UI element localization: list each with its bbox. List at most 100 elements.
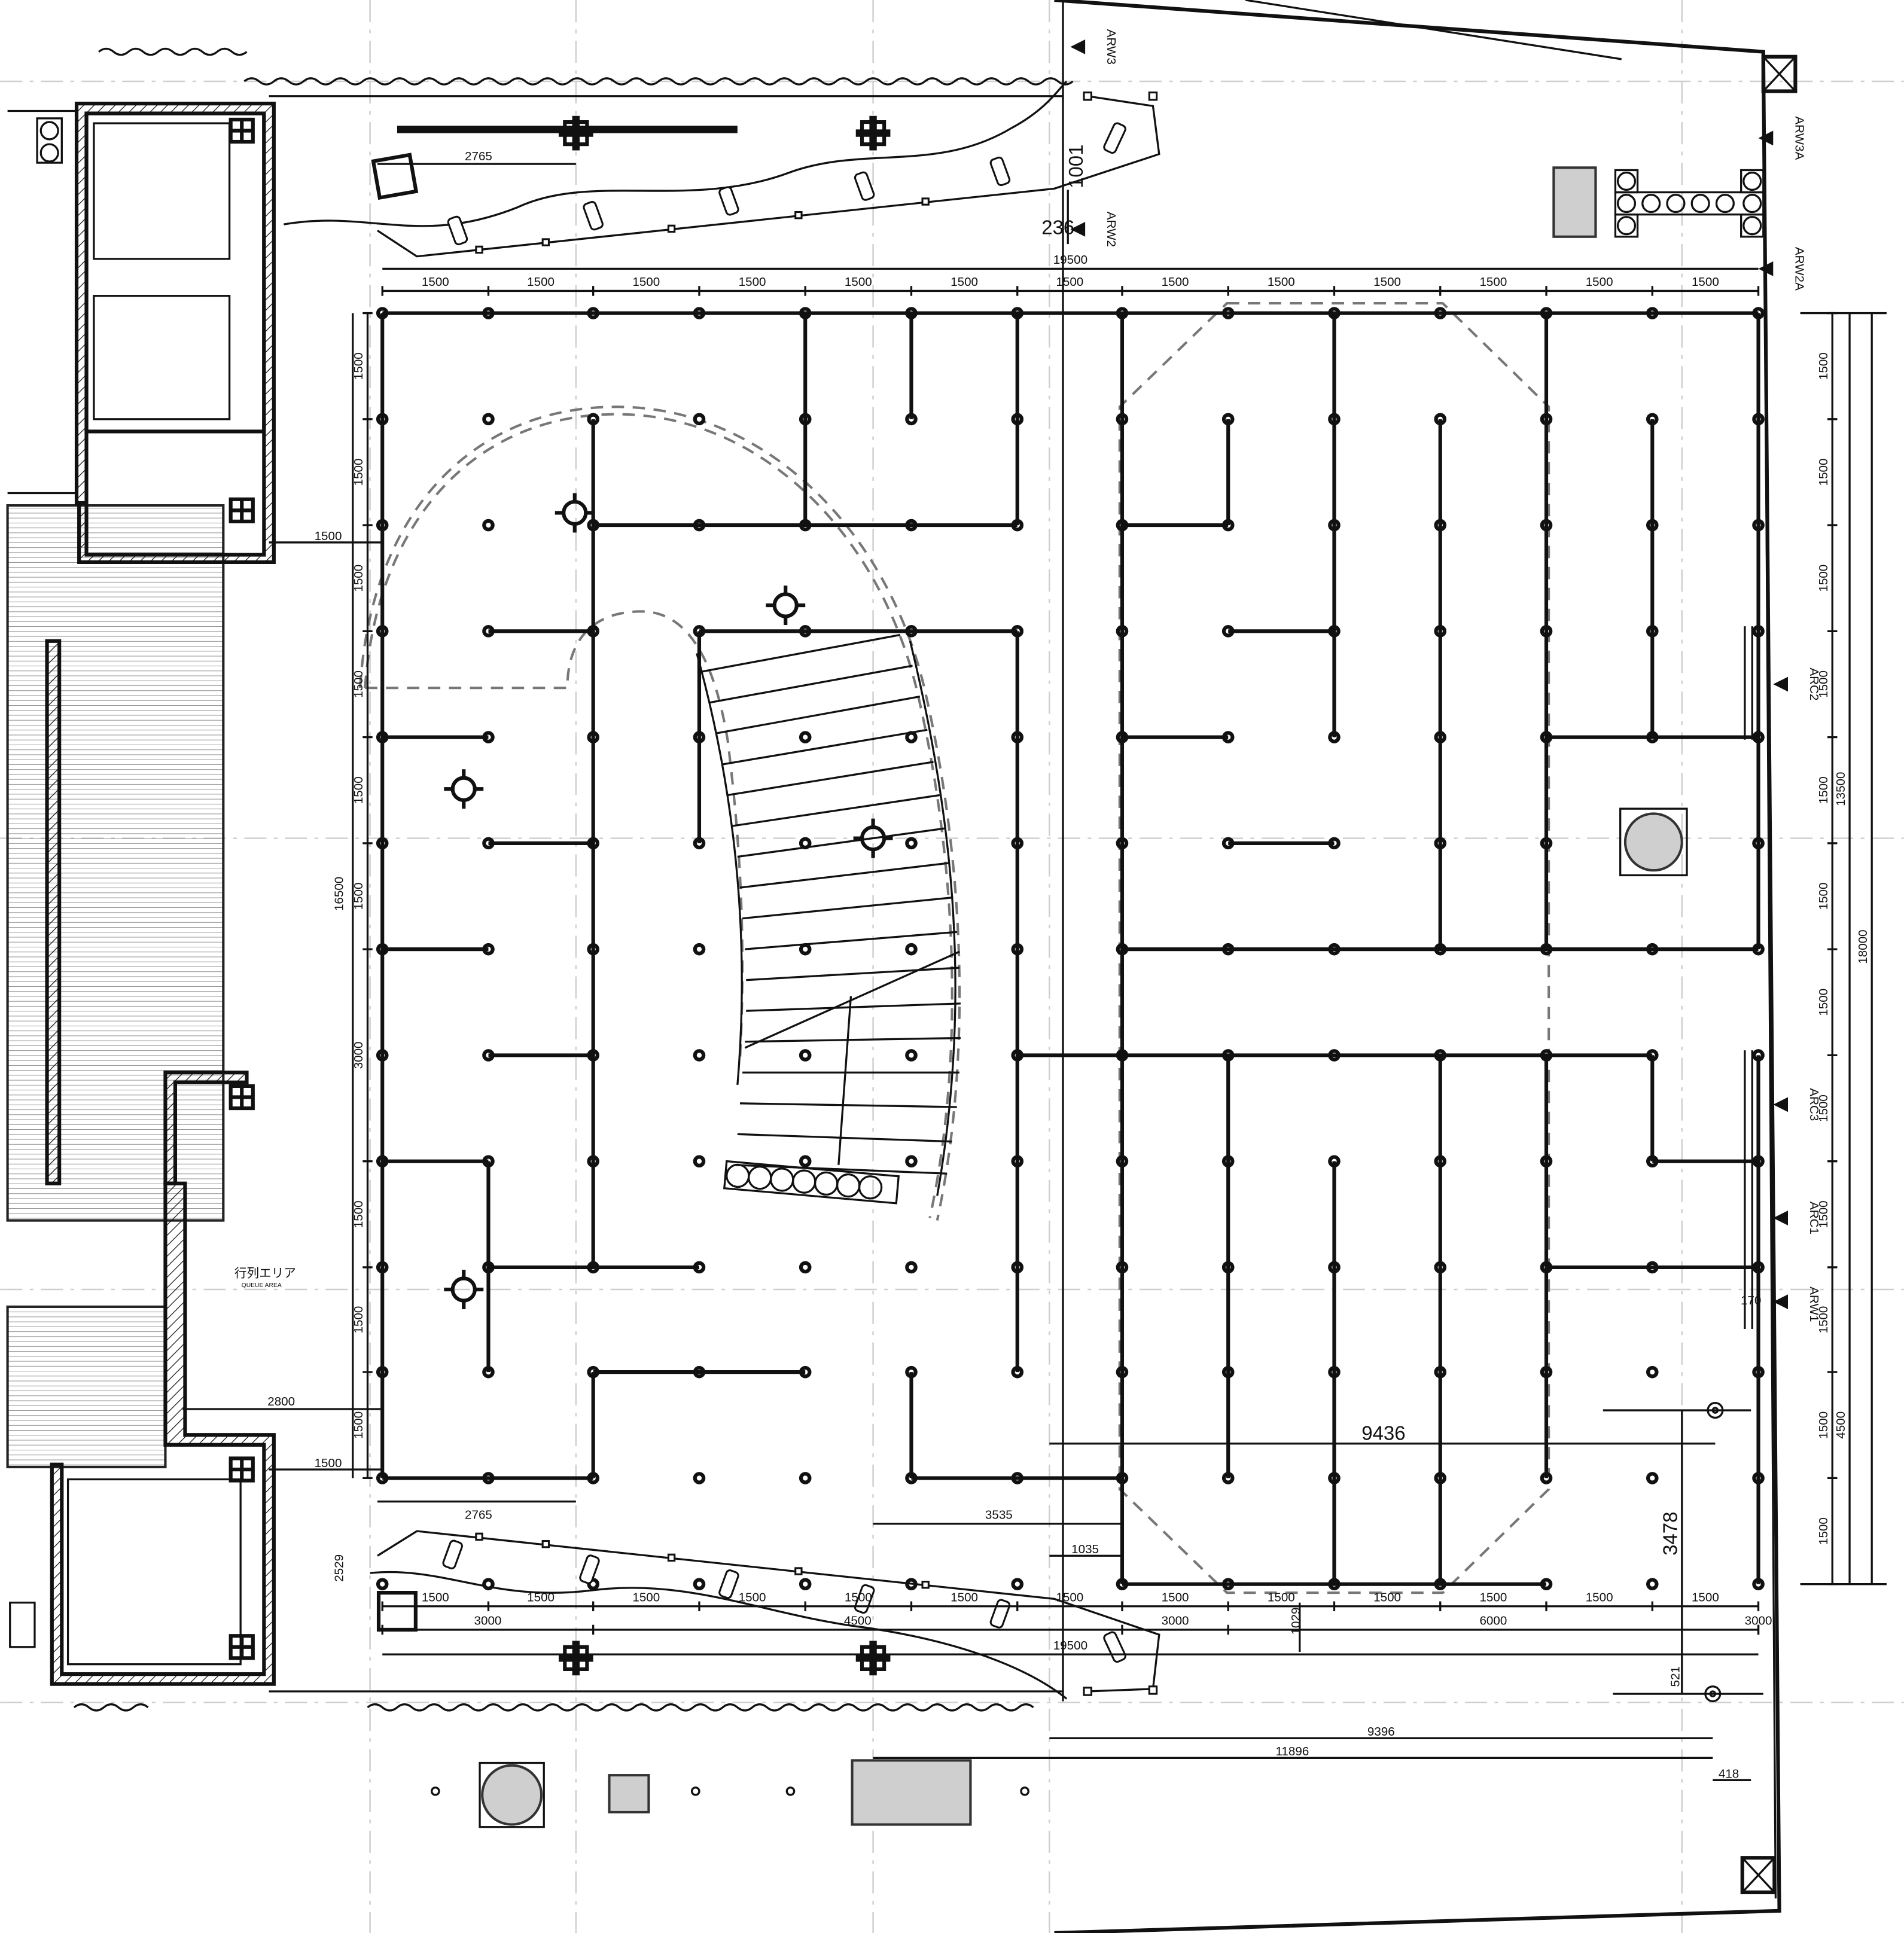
dimension-text: 1500 [352, 776, 365, 804]
dimension-text: 1500 [352, 1306, 365, 1334]
dim-bottom-width: 19500 [1053, 1639, 1087, 1652]
dim-9436: 9436 [1361, 1422, 1405, 1444]
equipment [431, 166, 1765, 1828]
barrier-post [905, 1155, 918, 1167]
dimension-text: 3000 [474, 1614, 502, 1628]
dimension-text: 1500 [1056, 1591, 1083, 1605]
dimension-text: 1500 [1373, 1591, 1401, 1605]
dimension-text: 1500 [1268, 1591, 1295, 1605]
barrier-post [905, 731, 918, 743]
dimension-text: 1500 [352, 1200, 365, 1228]
dimension-text: 1500 [422, 275, 449, 289]
dimension-text: 1500 [352, 565, 365, 592]
dim-1500-left-lower: 1500 [315, 1456, 342, 1470]
queue-area-label-jp: 行列エリア [234, 1266, 296, 1280]
barrier-post [1646, 1472, 1659, 1484]
dim-1029: 1029 [1289, 1608, 1303, 1635]
barrier-post [799, 731, 812, 743]
right-dimension-chain: 1500150015001500150015001500150015001500… [1817, 312, 1838, 1586]
dimension-text: 1500 [739, 1591, 766, 1605]
dimension-text: 1500 [1817, 459, 1830, 486]
barrier-post [799, 837, 812, 850]
dimension-text: 1500 [352, 1411, 365, 1439]
dimension-text: 6000 [1479, 1614, 1507, 1628]
barrier-post [1011, 1578, 1024, 1590]
dimension-text: 1500 [1586, 275, 1613, 289]
barrier-post [693, 943, 706, 956]
barrier-post [693, 1155, 706, 1167]
dimension-text: 1500 [1479, 1591, 1507, 1605]
dim-11896: 11896 [1276, 1745, 1309, 1758]
dimension-text: 1500 [951, 275, 978, 289]
dimension-text: 1500 [352, 459, 365, 486]
bottom-dimension-chain-1: 1500 1500 1500 1500 1500 1500 1500 1500 1500 1500… [381, 1591, 1760, 1612]
dimension-text: 3000 [352, 1041, 365, 1069]
dim-2765-bottom: 2765 [465, 1508, 492, 1522]
dimension-text: 1500 [1692, 275, 1719, 289]
dim-3535: 3535 [985, 1508, 1013, 1522]
barrier-post [799, 1155, 812, 1167]
dim-170: 170 [1741, 1294, 1761, 1307]
dim-1500-left-upper: 1500 [315, 529, 342, 543]
dimension-text: 1500 [1817, 883, 1830, 910]
dim-418: 418 [1719, 1767, 1739, 1780]
barrier-post [693, 1049, 706, 1062]
dimension-text: 1500 [352, 670, 365, 698]
dimension-text: 1500 [1692, 1591, 1719, 1605]
dim-236: 236 [1041, 217, 1074, 239]
barrier-post [693, 413, 706, 426]
queue-barrier-rails [380, 311, 1760, 1586]
dimension-text: 1500 [1817, 1411, 1830, 1439]
dim-top-width: 19500 [1053, 253, 1087, 267]
dimension-text: 1500 [1817, 1094, 1830, 1122]
dimension-text: 1500 [527, 275, 555, 289]
dimension-labels: 19500 19500 16500 13500 18000 4500 2765 … [234, 145, 1870, 1781]
queue-barrier-posts [376, 307, 1765, 1590]
marker-arw3: ARW3 [1104, 29, 1118, 65]
dimension-text: 3000 [1745, 1614, 1772, 1628]
left-building [6, 102, 276, 1686]
dim-521: 521 [1669, 1666, 1683, 1687]
dim-2765-top: 2765 [465, 150, 492, 163]
section-marker-triangles [1070, 39, 1789, 1310]
section-marker-labels: ARW3 ARW2 ARW3A ARW2A ARC2 ARC3 ARC1 ARW… [1104, 29, 1821, 1322]
dimension-text: 1500 [1817, 1200, 1830, 1228]
dimension-text: 1500 [739, 275, 766, 289]
dimension-text: 1500 [1817, 989, 1830, 1016]
dimension-text: 1500 [1162, 1591, 1189, 1605]
columns [229, 115, 891, 1676]
marker-arw2a: ARW2A [1792, 247, 1806, 291]
barrier-post [482, 413, 495, 426]
dim-9396: 9396 [1367, 1725, 1395, 1739]
dimension-text: 1500 [1373, 275, 1401, 289]
barrier-post [799, 1261, 812, 1274]
site-boundary [269, 0, 1798, 1933]
dimension-text: 1500 [352, 883, 365, 910]
barrier-post [1646, 1578, 1659, 1590]
curved-staircase [359, 405, 961, 1221]
barrier-post [799, 1578, 812, 1590]
dimension-text: 1500 [527, 1591, 555, 1605]
dimension-text: 4500 [844, 1614, 872, 1628]
dimension-text: 1500 [1817, 352, 1830, 380]
barrier-post [905, 943, 918, 956]
dimension-text: 1500 [845, 1591, 872, 1605]
dimension-text: 1500 [1586, 1591, 1613, 1605]
marker-arc3: ARC3 [1807, 1088, 1821, 1121]
dimension-text: 1500 [1817, 670, 1830, 698]
marker-arw2: ARW2 [1104, 212, 1118, 247]
dim-2800: 2800 [267, 1395, 295, 1408]
octagon-outline [1118, 301, 1550, 1594]
dim-right-4500: 4500 [1834, 1411, 1848, 1439]
dim-2529: 2529 [332, 1554, 346, 1582]
dimension-text: 1500 [1479, 275, 1507, 289]
marker-arc2: ARC2 [1807, 667, 1821, 700]
diagonal-rope-lines [377, 92, 1160, 1696]
dimension-text: 1500 [1162, 275, 1189, 289]
marker-arw3a: ARW3A [1792, 116, 1806, 160]
